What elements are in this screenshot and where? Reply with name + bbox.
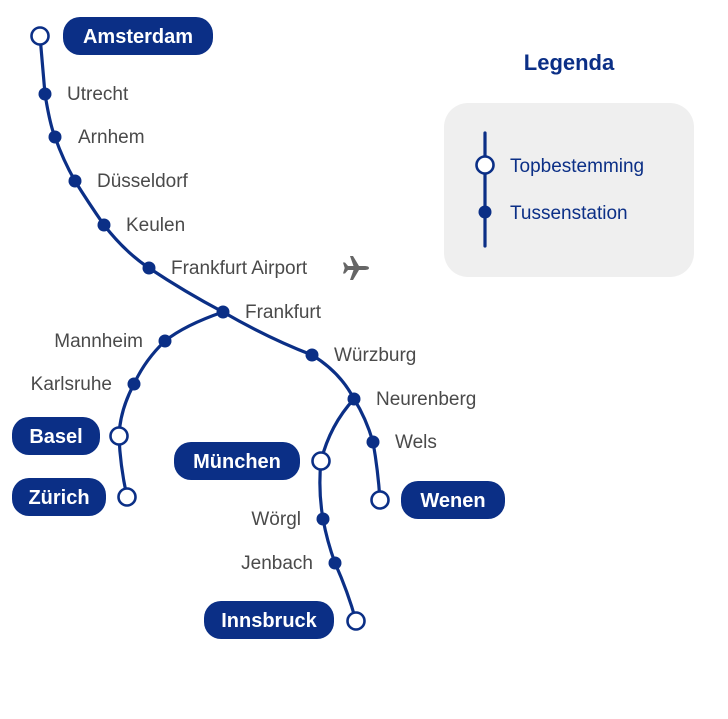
station-label-neurenberg: Neurenberg	[376, 389, 476, 410]
station-label-dusseldorf: Düsseldorf	[97, 171, 189, 192]
station-label-arnhem: Arnhem	[78, 127, 145, 148]
station-dot-worgl	[316, 512, 330, 526]
station-label-wurzburg: Würzburg	[334, 345, 416, 366]
terminal-innsbruck: Innsbruck	[204, 601, 334, 639]
station-label-jenbach: Jenbach	[241, 553, 313, 574]
terminal-munchen: München	[174, 442, 300, 480]
terminal-zurich: Zürich	[12, 478, 106, 516]
station-dot-dusseldorf	[68, 174, 82, 188]
station-dot-jenbach	[328, 556, 342, 570]
terminal-rings	[30, 26, 390, 631]
station-label-worgl: Wörgl	[251, 509, 301, 530]
terminal-amsterdam: Amsterdam	[63, 17, 213, 55]
station-dots	[38, 87, 380, 570]
terminal-label-munchen: München	[193, 451, 281, 473]
terminal-ring-wenen	[370, 490, 390, 510]
terminal-ring-amsterdam	[30, 26, 50, 46]
terminal-ring-zurich	[117, 487, 137, 507]
terminal-label-zurich: Zürich	[28, 487, 89, 509]
terminal-ring-munchen	[311, 451, 331, 471]
terminal-label-basel: Basel	[29, 426, 82, 448]
station-labels: Utrecht Arnhem Düsseldorf Keulen Frankfu…	[31, 84, 477, 574]
station-dot-utrecht	[38, 87, 52, 101]
airplane-icon	[343, 256, 369, 280]
station-label-utrecht: Utrecht	[67, 84, 129, 105]
station-dot-keulen	[97, 218, 111, 232]
legend-item-topbestemming: Topbestemming	[510, 156, 644, 177]
legend-box	[444, 103, 694, 277]
legend-item-tussenstation: Tussenstation	[510, 203, 628, 224]
legend-ring-icon	[475, 155, 495, 175]
terminal-pills: Amsterdam Basel Zürich München Innsbruck…	[12, 17, 505, 639]
route-wenen	[352, 397, 382, 502]
station-label-karlsruhe: Karlsruhe	[31, 374, 112, 395]
terminal-basel: Basel	[12, 417, 100, 455]
station-dot-neurenberg	[347, 392, 361, 406]
route-innsbruck	[318, 397, 358, 623]
station-dot-frankfurt-airport	[142, 261, 156, 275]
station-label-frankfurt-airport: Frankfurt Airport	[171, 258, 308, 279]
legend-dot-icon	[478, 205, 492, 219]
station-dot-mannheim	[158, 334, 172, 348]
station-label-wels: Wels	[395, 432, 437, 453]
terminal-label-innsbruck: Innsbruck	[221, 610, 317, 632]
terminal-ring-innsbruck	[346, 611, 366, 631]
station-label-keulen: Keulen	[126, 215, 185, 236]
station-dot-wurzburg	[305, 348, 319, 362]
station-dot-wels	[366, 435, 380, 449]
station-label-mannheim: Mannheim	[54, 331, 143, 352]
legend-title: Legenda	[524, 50, 615, 75]
station-dot-karlsruhe	[127, 377, 141, 391]
terminal-label-amsterdam: Amsterdam	[83, 26, 193, 48]
station-dot-frankfurt	[216, 305, 230, 319]
legend: Legenda Topbestemming Tussenstation	[444, 50, 694, 277]
station-dot-arnhem	[48, 130, 62, 144]
terminal-label-wenen: Wenen	[420, 490, 485, 512]
terminal-wenen: Wenen	[401, 481, 505, 519]
terminal-ring-basel	[109, 426, 129, 446]
station-label-frankfurt: Frankfurt	[245, 302, 322, 323]
route-lines	[38, 34, 382, 623]
